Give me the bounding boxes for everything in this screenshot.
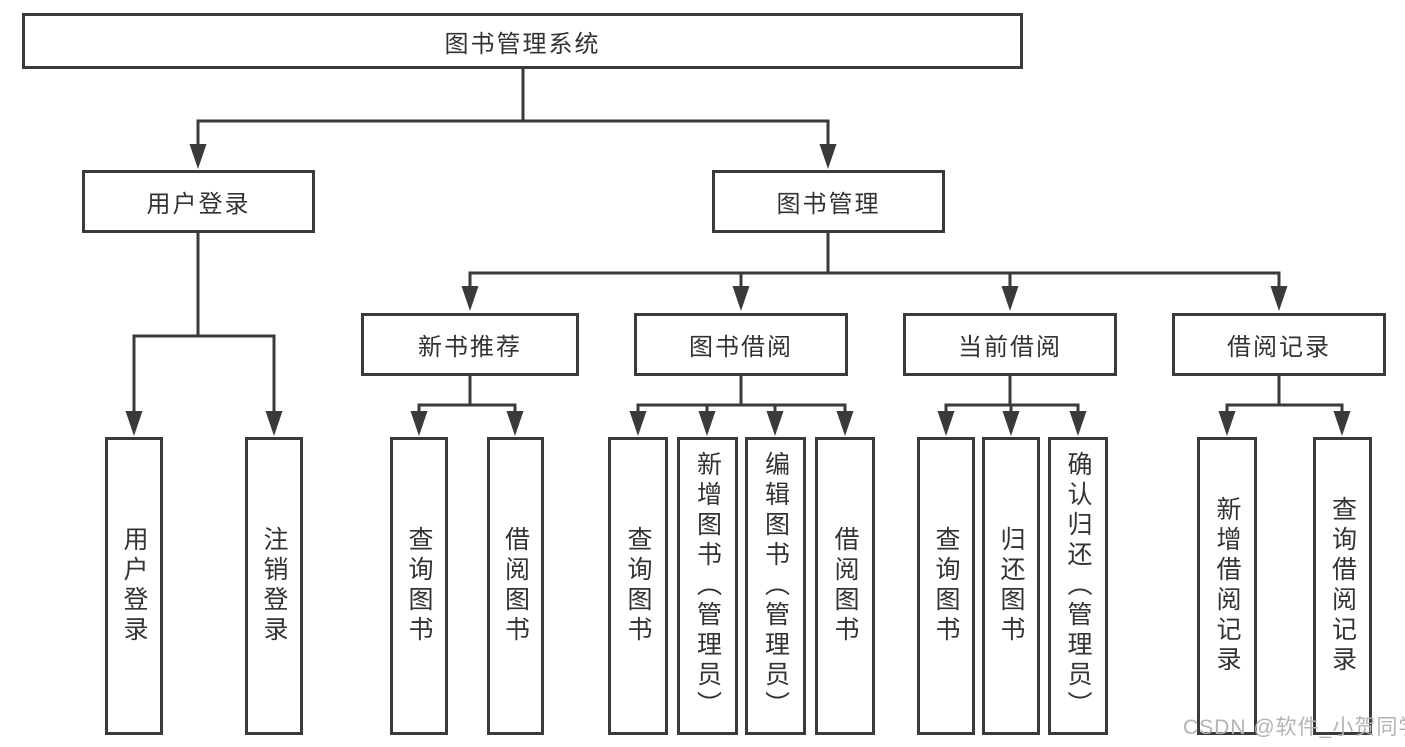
leaf-bb-edit-books-admin: 编辑图书（管理员） — [745, 437, 806, 735]
leaf-br-add-record: 新增借阅记录 — [1197, 437, 1257, 735]
leaf-nb-borrow-books: 借阅图书 — [487, 437, 544, 735]
node-book-borrowing: 图书借阅 — [634, 313, 848, 376]
node-user-login: 用户登录 — [82, 170, 315, 233]
leaf-cb-query-books: 查询图书 — [917, 437, 975, 735]
node-new-book-recommendation: 新书推荐 — [361, 313, 579, 376]
leaf-cb-confirm-return-admin: 确认归还（管理员） — [1048, 437, 1108, 735]
leaf-user-login: 用户登录 — [105, 437, 163, 735]
leaf-bb-add-books-admin: 新增图书（管理员） — [677, 437, 738, 735]
node-borrowing-records: 借阅记录 — [1172, 313, 1386, 376]
leaf-nb-query-books: 查询图书 — [390, 437, 448, 735]
node-library-management-system: 图书管理系统 — [22, 13, 1023, 69]
node-book-management: 图书管理 — [712, 170, 945, 233]
leaf-bb-query-books: 查询图书 — [608, 437, 668, 735]
csdn-watermark: CSDN @软件_小贺同学 — [1183, 716, 1405, 739]
leaf-br-query-record: 查询借阅记录 — [1313, 437, 1372, 735]
node-current-borrowing: 当前借阅 — [903, 313, 1117, 376]
leaf-logout: 注销登录 — [245, 437, 303, 735]
leaf-bb-borrow-books: 借阅图书 — [815, 437, 875, 735]
leaf-cb-return-books: 归还图书 — [982, 437, 1040, 735]
